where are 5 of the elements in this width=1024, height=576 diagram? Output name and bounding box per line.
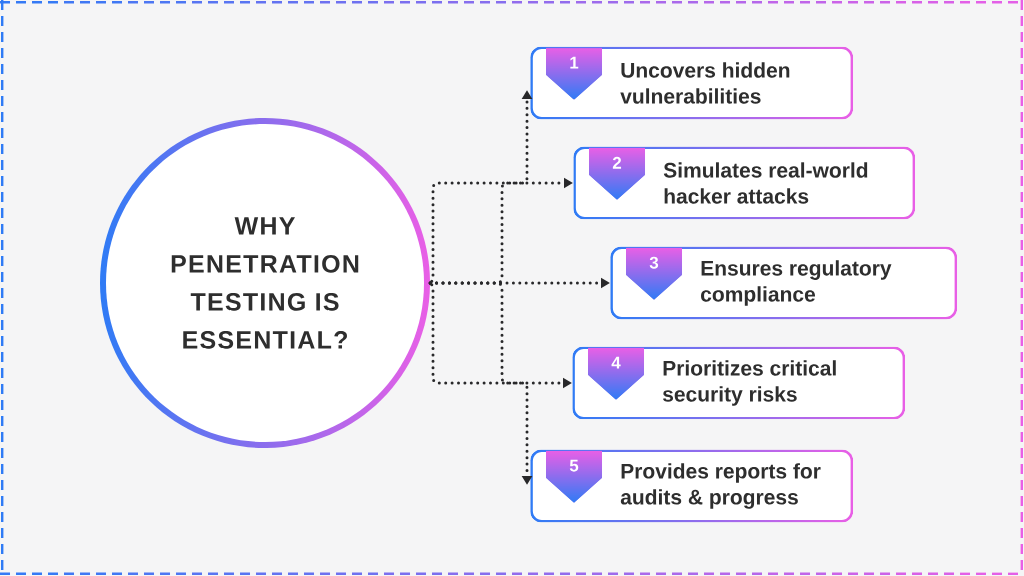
- badge-number: 1: [570, 56, 579, 69]
- badge-number: 2: [612, 156, 622, 169]
- badge-number: 4: [611, 356, 621, 369]
- badge-number: 3: [649, 256, 659, 269]
- badge-number: 5: [569, 459, 579, 472]
